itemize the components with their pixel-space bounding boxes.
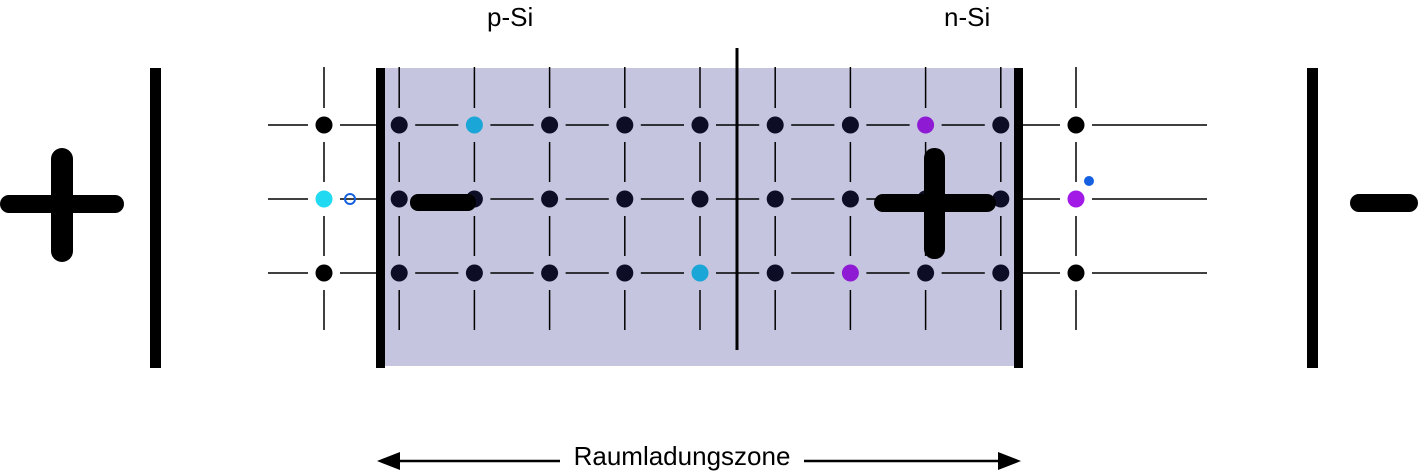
- silicon-atom: [465, 264, 483, 282]
- lattice-bonds: [268, 67, 1207, 330]
- depletion-zone-left-boundary: [376, 68, 385, 368]
- silicon-atom: [315, 264, 333, 282]
- silicon-atom: [691, 190, 709, 208]
- silicon-atom: [992, 116, 1010, 134]
- silicon-atom: [1067, 116, 1085, 134]
- free-electron-donor-atom: [1067, 190, 1085, 208]
- depletion-zone-right-boundary: [1014, 68, 1023, 368]
- silicon-atom: [390, 190, 408, 208]
- silicon-atom: [541, 116, 559, 134]
- minus-sign-icon: [1350, 194, 1418, 212]
- negative-space-charge-icon: [410, 194, 476, 211]
- silicon-atom: [315, 116, 333, 134]
- silicon-atom: [616, 190, 634, 208]
- silicon-atom: [841, 116, 859, 134]
- silicon-atom: [1067, 264, 1085, 282]
- silicon-atom: [390, 264, 408, 282]
- depletion-zone-label: Raumladungszone: [560, 441, 804, 472]
- right-electrode: [1307, 68, 1318, 368]
- electron-icon: [1084, 176, 1094, 186]
- donor-ion-atom: [917, 116, 935, 134]
- donor-ion-atom: [841, 264, 859, 282]
- silicon-atom: [766, 116, 784, 134]
- positive-space-charge-icon: [874, 148, 996, 259]
- silicon-atom: [390, 116, 408, 134]
- silicon-atom: [691, 116, 709, 134]
- silicon-atom: [616, 264, 634, 282]
- silicon-atom: [992, 264, 1010, 282]
- hole-icon: [344, 193, 356, 205]
- n-region-label: n-Si: [944, 2, 991, 32]
- acceptor-ion-atom: [691, 264, 709, 282]
- acceptor-ion-atom: [465, 116, 483, 134]
- silicon-atom: [541, 264, 559, 282]
- plus-sign-icon: [0, 148, 124, 262]
- silicon-atom: [841, 190, 859, 208]
- p-region-label: p-Si: [487, 2, 534, 32]
- silicon-atom: [992, 190, 1010, 208]
- free-hole-acceptor-atom: [315, 190, 333, 208]
- silicon-atom: [766, 190, 784, 208]
- silicon-atom: [917, 264, 935, 282]
- silicon-atom: [766, 264, 784, 282]
- silicon-atom: [616, 116, 634, 134]
- silicon-atom: [541, 190, 559, 208]
- left-electrode: [150, 68, 161, 368]
